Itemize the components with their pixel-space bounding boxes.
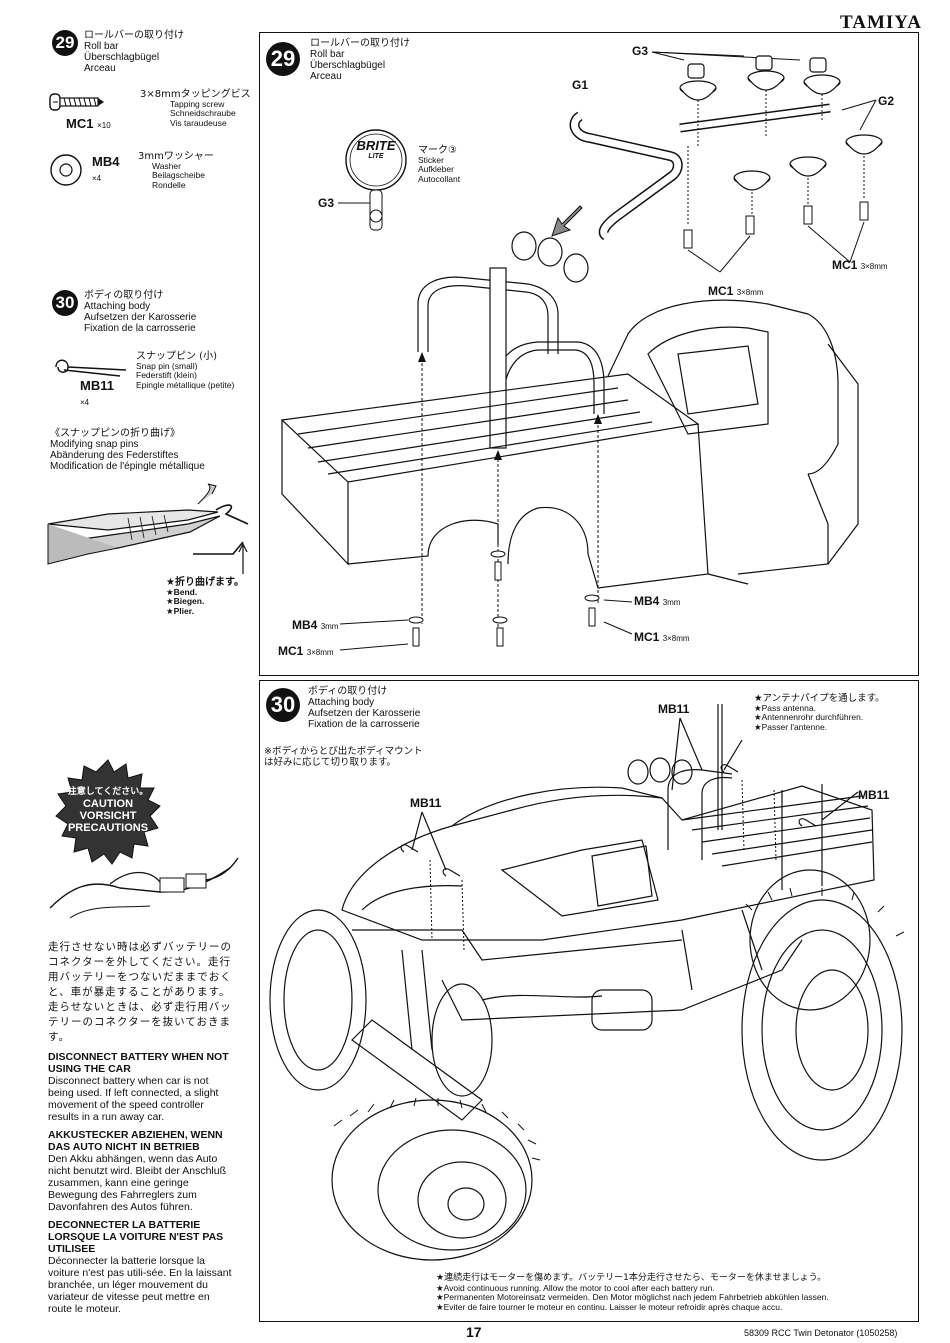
- left-step29-title: ロールバーの取り付け Roll bar Überschlagbügel Arce…: [84, 30, 184, 74]
- panel30-body-mount-note: ※ボディからとび出たボディマウント は好みに応じて切り取ります。: [264, 746, 423, 768]
- part-code-mb4: MB4 ×4: [92, 154, 120, 183]
- modify-pins-title: 《スナップピンの折り曲げ》 Modifying snap pins Abände…: [50, 428, 205, 472]
- battery-connector-illustration: [49, 857, 239, 919]
- washer-icon: [50, 154, 82, 186]
- part-desc-mb4: 3mmワッシャー Washer Beilagscheibe Rondelle: [138, 151, 214, 190]
- label-mc1-center: MC1 3×8mm: [708, 284, 764, 298]
- sticker-label: マーク③ Sticker Aufkleber Autocollant: [418, 145, 461, 184]
- direction-arrow-icon: [551, 205, 583, 237]
- caution-badge-text: 注意してください。 CAUTION VORSICHT PRECAUTIONS: [67, 787, 149, 834]
- step-number-badge: 30: [52, 290, 78, 316]
- label-mb11-left: MB11: [410, 796, 442, 810]
- leader-line: [338, 202, 370, 204]
- bend-note: ★折り曲げます。 ★Bend. ★Biegen. ★Plier.: [166, 577, 244, 616]
- left-step30-title: ボディの取り付け Attaching body Aufsetzen der Ka…: [84, 290, 197, 334]
- caution-text-block: 走行させない時は必ずバッテリーのコネクターを外してください。走行用バッテリーをつ…: [48, 941, 232, 1315]
- panel30-title: ボディの取り付け Attaching body Aufsetzen der Ka…: [308, 686, 421, 730]
- panel30-step-badge: 30: [266, 688, 300, 722]
- panel29-title: ロールバーの取り付け Roll bar Überschlagbügel Arce…: [310, 38, 410, 82]
- part-desc-mb11: スナップピン (小) Snap pin (small) Federstift (…: [136, 351, 235, 390]
- step-number-badge: 29: [52, 30, 78, 56]
- label-mb11-top: MB11: [658, 702, 690, 716]
- monster-truck-drawing: [269, 704, 905, 1261]
- part-desc-mc1: 3×8mmタッピングビス Tapping screw Schneidschrau…: [140, 89, 251, 128]
- label-mc1-bottom-left: MC1 3×8mm: [278, 644, 334, 658]
- label-g1: G1: [572, 78, 589, 92]
- part-code-mb11: MB11 ×4: [80, 378, 114, 407]
- label-mb4-right: MB4 3mm: [634, 594, 681, 608]
- label-mb4-left: MB4 3mm: [292, 618, 339, 632]
- label-g2: G2: [878, 94, 895, 108]
- motor-footnote: ★連続走行はモーターを傷めます。バッテリー1本分走行させたら、モーターを休ませま…: [436, 1273, 829, 1312]
- tapping-screw-icon: [49, 93, 104, 111]
- label-g3-lights: G3: [632, 44, 649, 58]
- brite-lite-sticker-icon: [345, 129, 407, 231]
- antenna-note: ★アンテナパイプを通します。 ★Pass antenna. ★Antennenr…: [754, 693, 885, 732]
- label-mc1-bottom-right: MC1 3×8mm: [634, 630, 690, 644]
- page-number: 17: [466, 1324, 482, 1340]
- pliers-illustration: [47, 483, 249, 574]
- left-step30: 30: [52, 290, 78, 316]
- label-g3-sticker: G3: [318, 196, 335, 210]
- brand-logo: TAMIYA: [839, 12, 922, 33]
- rollbar-parts-exploded-drawing: [569, 51, 883, 273]
- pickup-body-drawing: [280, 231, 859, 651]
- panel29-step-badge: 29: [266, 42, 300, 76]
- left-step29: 29: [52, 30, 78, 56]
- snap-pin-icon: [55, 359, 127, 377]
- part-code-mc1: MC1 ×10: [66, 116, 111, 131]
- label-mb11-right: MB11: [858, 788, 890, 802]
- caution-badge-icon: [55, 759, 161, 865]
- label-mc1-right: MC1 3×8mm: [832, 258, 888, 272]
- document-reference: 58309 RCC Twin Detonator (1050258): [744, 1328, 898, 1338]
- sticker-logo-text: BRITE LITE: [356, 138, 396, 160]
